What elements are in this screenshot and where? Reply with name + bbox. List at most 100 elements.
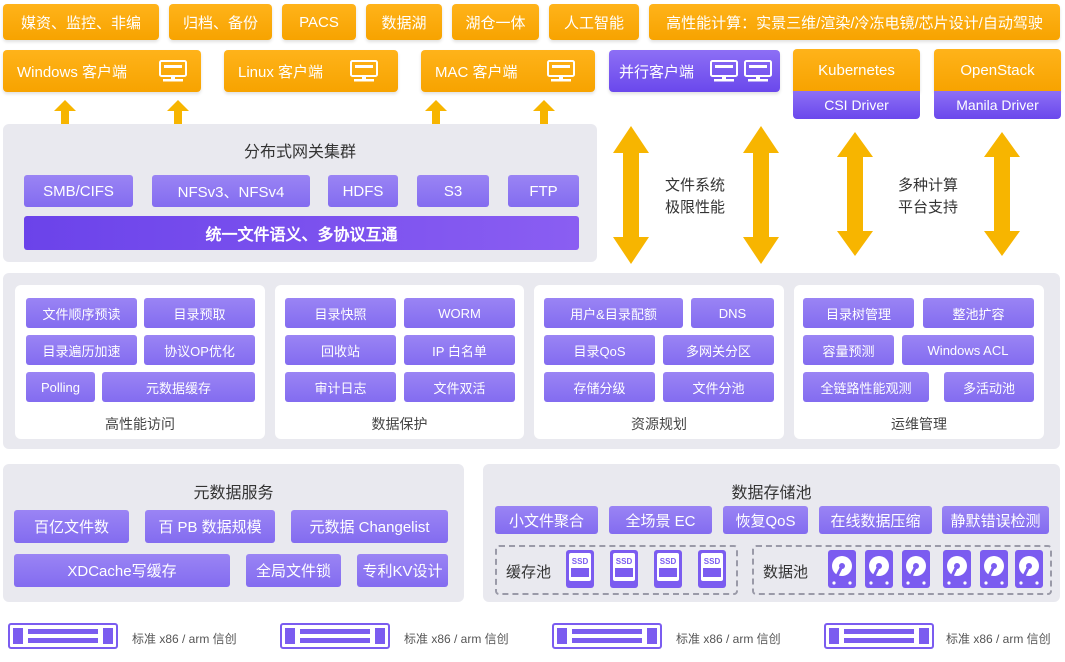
ssd-icon: SSD xyxy=(565,549,595,594)
monitor-icon xyxy=(744,60,772,82)
protect-item: 审计日志 xyxy=(285,372,396,402)
linux-client: Linux 客户端 xyxy=(224,50,398,92)
app-ai: 人工智能 xyxy=(549,4,639,40)
resource-item-label: 目录QoS xyxy=(573,343,626,359)
hdd-icon xyxy=(1014,549,1044,594)
ssd-icon: SSD xyxy=(609,549,639,594)
ops-item-label: 容量预测 xyxy=(822,343,875,359)
ops-item-label: 目录树管理 xyxy=(825,306,891,322)
metadata-item: 全局文件锁 xyxy=(246,554,341,587)
resource-item: DNS xyxy=(691,298,774,328)
perf-item: 目录预取 xyxy=(144,298,255,328)
storage-item: 在线数据压缩 xyxy=(819,506,932,534)
server-unit: 标准 x86 / arm 信创 xyxy=(824,622,1062,652)
parallel-client-label: 并行客户端 xyxy=(619,63,695,81)
server-unit: 标准 x86 / arm 信创 xyxy=(280,622,538,654)
app-datalake: 数据湖 xyxy=(366,4,442,40)
multi-platform-line2: 平台支持 xyxy=(897,199,958,216)
ssd-label: SSD xyxy=(616,557,633,566)
metadata-item-label: 元数据 Changelist xyxy=(309,519,430,536)
metadata-item: 百亿文件数 xyxy=(14,510,129,543)
fs-performance-line1: 文件系统 xyxy=(664,177,725,194)
manila-driver-label: Manila Driver xyxy=(956,97,1039,113)
protocol-s3: S3 xyxy=(417,175,489,207)
metadata-item-label: 全局文件锁 xyxy=(255,563,331,580)
storage-item-label: 静默错误检测 xyxy=(950,512,1041,530)
ops-item: 多活动池 xyxy=(944,372,1034,402)
perf-item-label: 目录遍历加速 xyxy=(42,343,121,359)
double-arrow-icon xyxy=(613,126,649,264)
resource-item: 用户&目录配额 xyxy=(544,298,683,328)
mac-client: MAC 客户端 xyxy=(421,50,595,92)
metadata-item-label: 专利KV设计 xyxy=(362,563,443,580)
resource-item: 存储分级 xyxy=(544,372,655,402)
ops-item-label: 多活动池 xyxy=(962,380,1015,396)
fs-performance-line2: 极限性能 xyxy=(664,199,725,216)
protect-item-label: WORM xyxy=(438,305,481,321)
multi-platform-label: 多种计算 平台支持 xyxy=(888,175,968,219)
monitor-icon xyxy=(350,60,378,82)
perf-item-label: 目录预取 xyxy=(173,306,226,322)
resource-item-label: 用户&目录配额 xyxy=(570,306,657,322)
storage-title: 数据存储池 xyxy=(731,485,812,502)
perf-item-label: 元数据缓存 xyxy=(145,380,211,396)
protect-item-label: 审计日志 xyxy=(314,380,367,396)
protocol-label: HDFS xyxy=(342,182,384,200)
ops-item: Windows ACL xyxy=(902,335,1034,365)
storage-item: 小文件聚合 xyxy=(495,506,598,534)
protocol-label: FTP xyxy=(529,182,558,200)
windows-client-label: Windows 客户端 xyxy=(17,63,128,81)
monitor-icon xyxy=(710,60,738,82)
protect-item-label: 目录快照 xyxy=(314,306,367,322)
app-lakehouse-label: 湖仓一体 xyxy=(465,14,526,32)
csi-driver: CSI Driver xyxy=(793,91,920,119)
ops-item: 目录树管理 xyxy=(803,298,914,328)
server-label: 标准 x86 / arm 信创 xyxy=(946,631,1051,646)
storage-item-label: 在线数据压缩 xyxy=(830,512,921,530)
protect-item: 目录快照 xyxy=(285,298,396,328)
app-archive: 归档、备份 xyxy=(169,4,272,40)
ops-item: 容量预测 xyxy=(803,335,894,365)
app-hpc-label: 高性能计算：实景三维/渲染/冷冻电镜/芯片设计/自动驾驶 xyxy=(666,14,1043,32)
protect-item: IP 白名单 xyxy=(404,335,515,365)
storage-item-label: 全场景 EC xyxy=(625,512,696,530)
parallel-client: 并行客户端 xyxy=(609,50,780,92)
multi-platform-line1: 多种计算 xyxy=(897,177,958,194)
linux-client-label: Linux 客户端 xyxy=(238,63,324,81)
resource-item: 目录QoS xyxy=(544,335,655,365)
server-rack-icon xyxy=(280,622,390,654)
hdd-icon xyxy=(901,549,931,594)
metadata-title: 元数据服务 xyxy=(193,485,274,502)
storage-item: 静默错误检测 xyxy=(942,506,1049,534)
server-rack-icon xyxy=(8,622,118,654)
app-media-label: 媒资、监控、非编 xyxy=(20,14,141,32)
app-pacs-label: PACS xyxy=(299,13,339,31)
metadata-item: 专利KV设计 xyxy=(357,554,448,587)
hdd-icon xyxy=(864,549,894,594)
app-hpc: 高性能计算：实景三维/渲染/冷冻电镜/芯片设计/自动驾驶 xyxy=(649,4,1060,40)
app-pacs: PACS xyxy=(282,4,356,40)
manila-driver: Manila Driver xyxy=(934,91,1061,119)
mac-client-label: MAC 客户端 xyxy=(435,63,518,81)
fs-performance-label: 文件系统 极限性能 xyxy=(655,175,735,219)
server-label: 标准 x86 / arm 信创 xyxy=(676,631,781,646)
storage-item: 恢复QoS xyxy=(723,506,808,534)
protect-item: 文件双活 xyxy=(404,372,515,402)
kubernetes-client: Kubernetes xyxy=(793,49,920,91)
data-pool-label: 数据池 xyxy=(763,564,809,581)
hdd-icon xyxy=(942,549,972,594)
ops-item-label: 全链路性能观测 xyxy=(820,380,912,396)
gateway-title: 分布式网关集群 xyxy=(243,144,356,161)
resource-item-label: 多网关分区 xyxy=(685,343,751,359)
server-label: 标准 x86 / arm 信创 xyxy=(132,631,237,646)
kubernetes-label: Kubernetes xyxy=(818,61,895,79)
unified-semantics-label: 统一文件语义、多协议互通 xyxy=(205,227,398,244)
server-label: 标准 x86 / arm 信创 xyxy=(404,631,509,646)
metadata-item: XDCache写缓存 xyxy=(14,554,230,587)
perf-item-label: 协议OP优化 xyxy=(164,343,235,359)
ops-item-label: 整池扩容 xyxy=(952,306,1005,322)
protocol-hdfs: HDFS xyxy=(328,175,398,207)
storage-item: 全场景 EC xyxy=(609,506,712,534)
protocol-label: SMB/CIFS xyxy=(43,182,114,200)
server-rack-icon xyxy=(552,622,662,654)
